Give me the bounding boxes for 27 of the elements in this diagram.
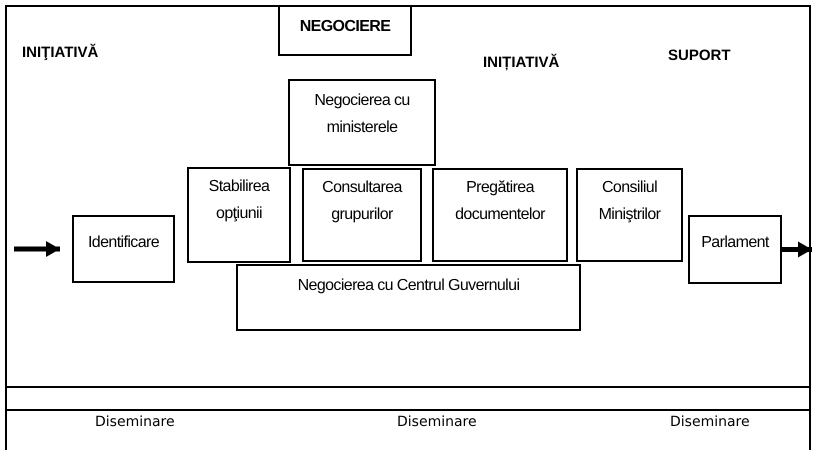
stage-label: Diseminare <box>95 414 175 430</box>
arrow <box>14 241 60 257</box>
process-box <box>72 215 175 283</box>
phase-heading: SUPORT <box>668 47 731 64</box>
arrow <box>782 242 812 258</box>
process-band <box>236 264 581 331</box>
stage-label: Diseminare <box>397 414 477 430</box>
process-box <box>432 168 568 262</box>
process-box <box>688 215 782 284</box>
node-text: Negocierea cu ministerele <box>313 91 411 138</box>
node-text: Identificare <box>88 233 160 253</box>
node-text: Consultarea grupurilor <box>321 178 404 225</box>
process-box <box>576 168 683 262</box>
node-text: Consiliul Miniştrilor <box>598 178 662 225</box>
band-bar <box>5 386 811 411</box>
phase-heading: INIŢIATIVĂ <box>22 44 98 61</box>
node-text: Negocierea cu Centrul Guvernului <box>298 276 520 296</box>
node-text: Pregătirea documentelor <box>454 178 546 225</box>
process-box <box>288 79 436 166</box>
node-text: NEGOCIERE <box>300 17 390 37</box>
process-box <box>302 168 422 262</box>
process-box <box>187 167 291 263</box>
node-text: Stabilirea opţiunii <box>208 177 271 224</box>
phase-box <box>278 5 412 56</box>
node-text: Parlament <box>701 233 769 253</box>
stage-label: Diseminare <box>670 414 750 430</box>
phase-heading: INIȚIATIVĂ <box>483 54 560 71</box>
